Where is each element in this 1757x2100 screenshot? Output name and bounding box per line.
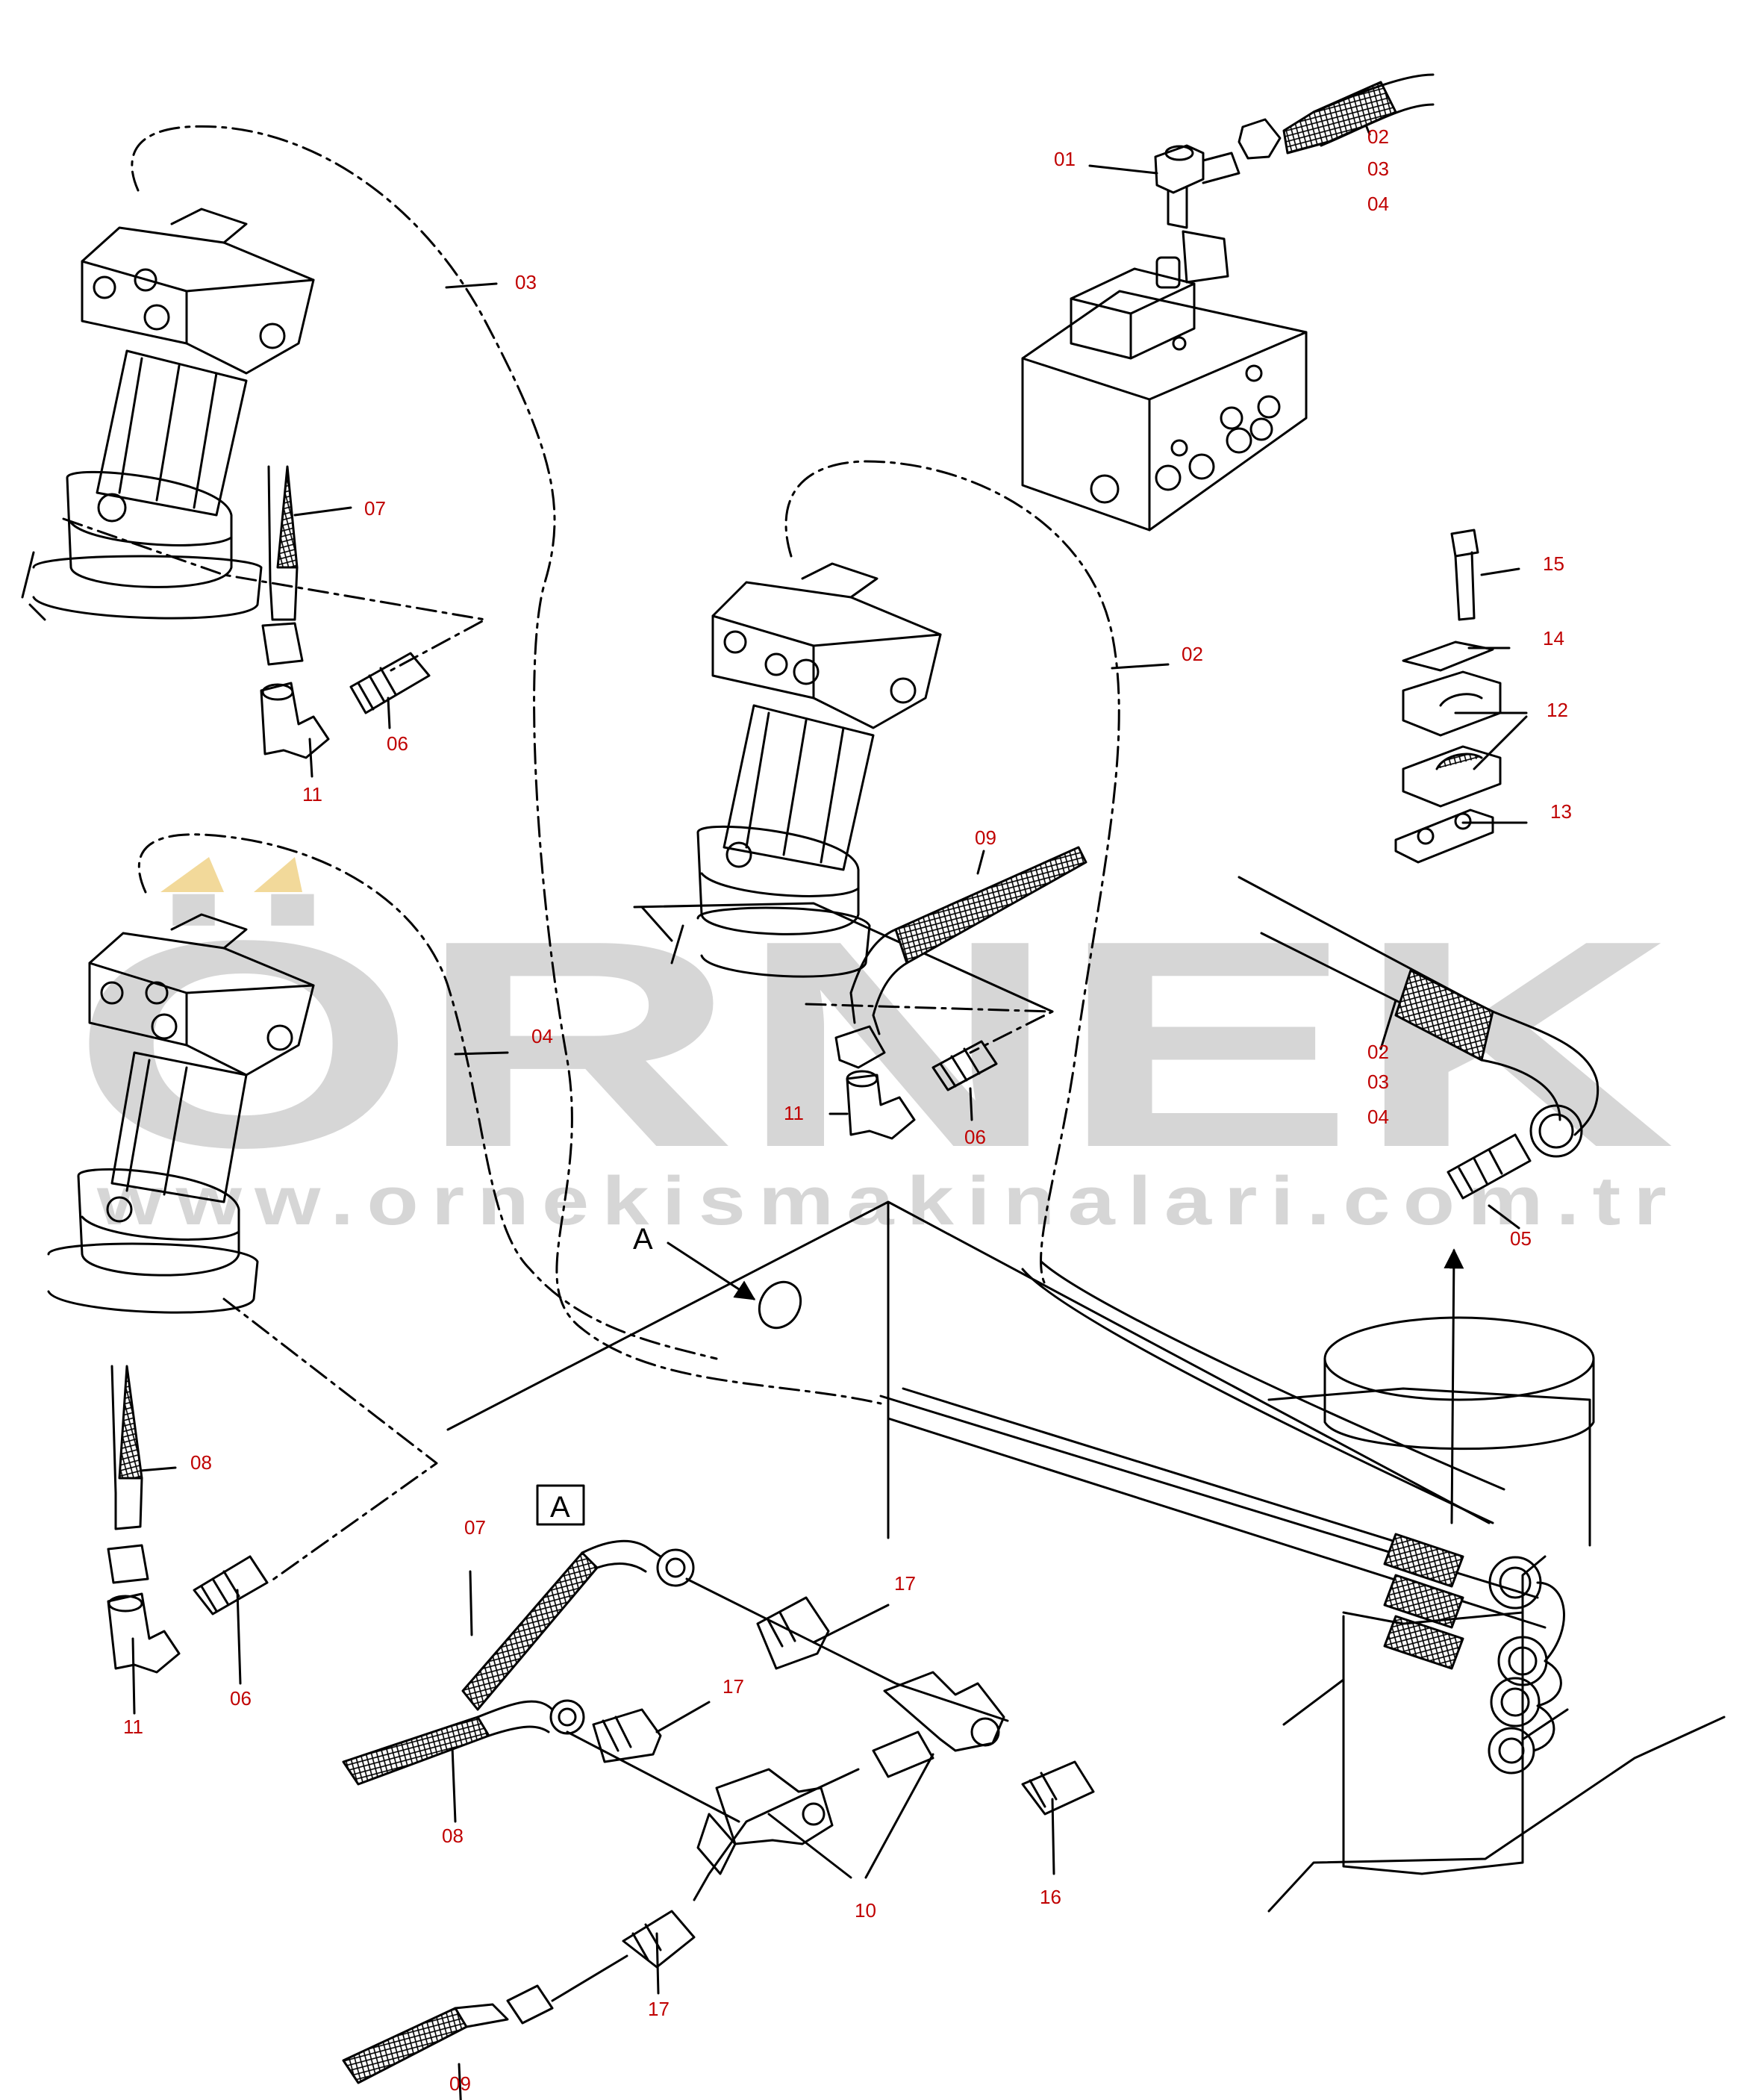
leader-A-arrow: [667, 1241, 756, 1300]
leader-07-detail: [469, 1570, 473, 1636]
callout-07-upper: 07: [364, 497, 386, 520]
callout-08-detail: 08: [442, 1825, 464, 1847]
callout-17-a: 17: [894, 1572, 916, 1595]
leader-17b: [655, 1701, 711, 1733]
callout-02-right: 02: [1367, 1041, 1389, 1063]
fittings-upper-left: [260, 465, 431, 759]
callout-14: 14: [1543, 627, 1564, 649]
leader-11-left: [131, 1637, 136, 1715]
leader-06-left: [236, 1589, 242, 1685]
leader-09-detail: [458, 2063, 462, 2100]
callout-02-loop: 02: [1182, 643, 1203, 665]
detail-marker-a: A: [633, 1223, 653, 1256]
callout-labels: 01 02 03 04 03 02 04 07 06 11 09 11 06 1…: [123, 125, 1572, 2095]
callout-02-top: 02: [1367, 125, 1389, 148]
callout-10: 10: [855, 1899, 876, 1922]
callout-11-center: 11: [784, 1102, 804, 1124]
dashdot-upper: [62, 517, 487, 673]
leader-06-upper: [387, 697, 391, 729]
callout-04-top: 04: [1367, 193, 1389, 215]
fittings-lower-left: [107, 1365, 269, 1674]
callout-03-top: 03: [1367, 158, 1389, 180]
callout-06-upper: 06: [387, 732, 408, 755]
callout-15: 15: [1543, 552, 1564, 575]
bracket-assembly: [1394, 529, 1502, 864]
leader-07-upper: [293, 506, 352, 517]
adapter-01: [1154, 73, 1435, 229]
line-art: [21, 73, 1726, 2100]
callout-09-detail: 09: [449, 2072, 471, 2095]
callout-08-left: 08: [190, 1451, 212, 1474]
detail-ring-a: [758, 1280, 802, 1330]
dashdot-lower: [222, 1297, 438, 1584]
leader-10b: [864, 1753, 934, 1879]
leader-15: [1480, 567, 1520, 576]
watermark-url: www.ornekismakinalari.com.tr: [96, 1163, 1679, 1239]
dashdot-center: [805, 1003, 1054, 1054]
leader-11-upper: [308, 738, 313, 778]
leader-01: [1088, 164, 1158, 175]
callout-04-loop: 04: [531, 1025, 553, 1047]
pump-housing: [1267, 1316, 1726, 1913]
callout-06-center: 06: [964, 1126, 986, 1148]
leader-12b: [1473, 715, 1528, 770]
fittings-center: [834, 846, 1087, 1140]
callout-16: 16: [1040, 1886, 1061, 1908]
hose-assembly-right: [1238, 876, 1600, 1200]
leader-10a: [767, 1813, 852, 1879]
watermark-brand: ÖRNEK: [71, 879, 1676, 1209]
callout-03-loop: 03: [515, 271, 537, 293]
leader-05-arrow: [1444, 1248, 1464, 1524]
callout-11-left: 11: [123, 1716, 143, 1738]
main-hoses: [879, 1260, 1547, 1670]
watermark-accent-left: [160, 857, 224, 892]
leader-06-center: [969, 1087, 973, 1121]
valve-block: [1021, 230, 1308, 532]
callout-07-detail: 07: [464, 1516, 486, 1539]
detail-a-assembly: [342, 1539, 1095, 2084]
watermark: ÖRNEK www.ornekismakinalari.com.tr: [71, 857, 1679, 1239]
leader-09-center: [976, 850, 985, 875]
routing-loop-02: [784, 460, 1120, 1286]
watermark-accent-right: [254, 857, 302, 892]
leader-03-loop: [445, 282, 498, 289]
cylinder-upper-left: [21, 208, 315, 621]
cylinder-lower-left: [47, 913, 315, 1314]
callout-17-b: 17: [723, 1675, 744, 1698]
leader-08-left: [139, 1466, 177, 1472]
leader-02-loop: [1111, 663, 1170, 670]
callout-06-left: 06: [230, 1687, 252, 1710]
detail-a-box: [536, 1484, 585, 1526]
leader-04-loop: [454, 1051, 509, 1056]
callout-17-c: 17: [648, 1998, 670, 2020]
detail-pointer-lines: [446, 1200, 1491, 1539]
leader-02-right: [1379, 999, 1397, 1050]
detail-box-label: A: [550, 1491, 570, 1524]
callout-05: 05: [1510, 1227, 1532, 1250]
routing-loop-03: [131, 125, 882, 1405]
leader-05: [1488, 1204, 1520, 1230]
callout-09-center: 09: [975, 826, 996, 849]
callout-13: 13: [1550, 800, 1572, 823]
callout-04-right: 04: [1367, 1106, 1389, 1128]
cylinder-center: [633, 562, 1054, 1013]
callout-12: 12: [1547, 699, 1568, 721]
callout-01: 01: [1054, 148, 1076, 170]
routing-loop-04: [137, 833, 718, 1360]
callout-03-right: 03: [1367, 1071, 1389, 1093]
callout-11-upper: 11: [302, 783, 322, 806]
